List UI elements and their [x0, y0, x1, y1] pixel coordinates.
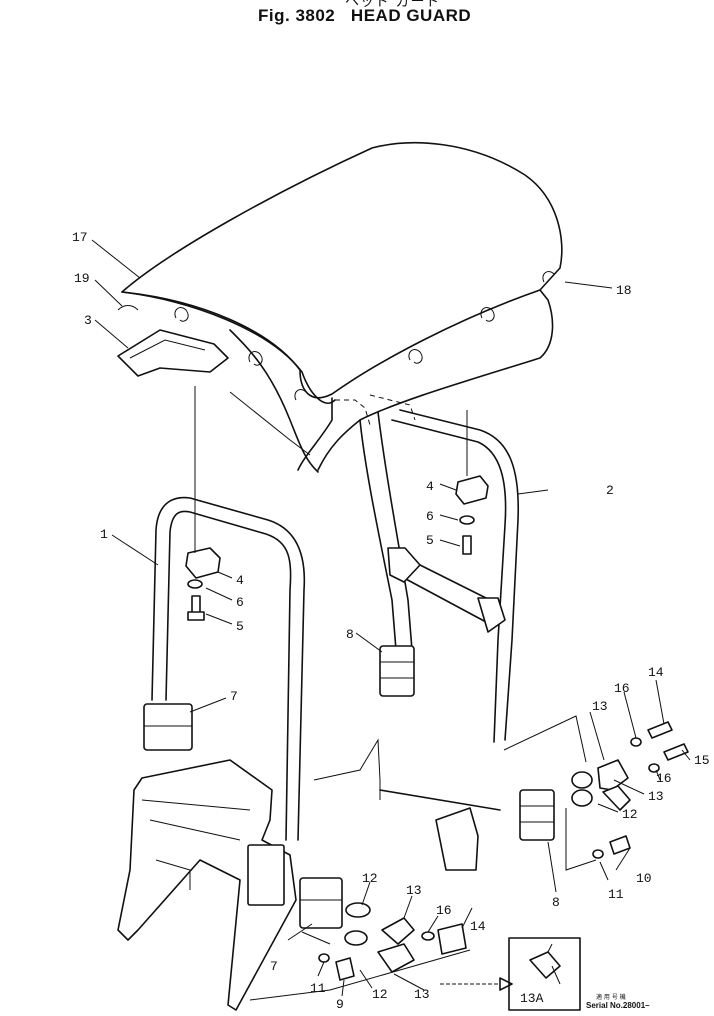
- canopy-roof: [121, 141, 563, 473]
- callout-13A: 13A: [520, 991, 544, 1006]
- title-japanese: ヘッド ガード: [345, 0, 441, 10]
- callout-13-right-top: 13: [592, 699, 608, 714]
- hardware-front-lower: [299, 877, 513, 991]
- callout-8-lower: 8: [552, 895, 560, 910]
- roof-bracket: [117, 329, 311, 456]
- callout-12-right: 12: [622, 807, 638, 822]
- callout-4-right: 4: [426, 479, 434, 494]
- hardware-right: [455, 410, 489, 555]
- callout-18: 18: [616, 283, 632, 298]
- leader-lines: [91, 239, 691, 997]
- base-console: [117, 738, 501, 1011]
- front-frame: [151, 496, 306, 841]
- callout-13-right-mid: 13: [648, 789, 664, 804]
- clamp-8-lower: [519, 789, 555, 841]
- callout-10: 10: [636, 871, 652, 886]
- callout-16-right-mid: 16: [656, 771, 672, 786]
- callout-2: 2: [606, 483, 614, 498]
- callout-numbers: 17 19 3 18 2 1 4 6 5 4 6 5 8 7 14 16 13 …: [72, 230, 710, 1012]
- callout-3: 3: [84, 313, 92, 328]
- serial-label-japanese: 適 用 号 機: [596, 994, 626, 1001]
- callout-16-front: 16: [436, 903, 452, 918]
- callout-7-upper: 7: [230, 689, 238, 704]
- callout-16-right-top: 16: [614, 681, 630, 696]
- callout-7-lower: 7: [270, 959, 278, 974]
- hardware-left: [185, 386, 221, 621]
- clamp-8-upper: [379, 645, 415, 697]
- callout-4-left: 4: [236, 573, 244, 588]
- clamp-7-upper: [143, 703, 193, 751]
- callout-14-right: 14: [648, 665, 664, 680]
- serial-number: Serial No.28001–: [586, 1001, 650, 1010]
- callout-12-front-top: 12: [362, 871, 378, 886]
- callout-14-front: 14: [470, 919, 486, 934]
- callout-1: 1: [100, 527, 108, 542]
- callout-19: 19: [74, 271, 90, 286]
- callout-17: 17: [72, 230, 88, 245]
- callout-11-front: 11: [310, 981, 326, 996]
- callout-5-left: 5: [236, 619, 244, 634]
- callout-8-upper: 8: [346, 627, 354, 642]
- callout-5-right: 5: [426, 533, 434, 548]
- rear-frame: [359, 409, 520, 743]
- callout-6-left: 6: [236, 595, 244, 610]
- wire-clips: [117, 271, 555, 401]
- callout-11-right: 11: [608, 887, 624, 902]
- figure-title: Fig. 3802 HEAD GUARD: [258, 6, 472, 25]
- callout-9: 9: [336, 997, 344, 1012]
- inset-detail-13A: [508, 937, 581, 1011]
- callout-15: 15: [694, 753, 710, 768]
- callout-12-front-bottom: 12: [372, 987, 388, 1002]
- callout-6-right: 6: [426, 509, 434, 524]
- callout-13-front-top: 13: [406, 883, 422, 898]
- callout-13-front-bottom: 13: [414, 987, 430, 1002]
